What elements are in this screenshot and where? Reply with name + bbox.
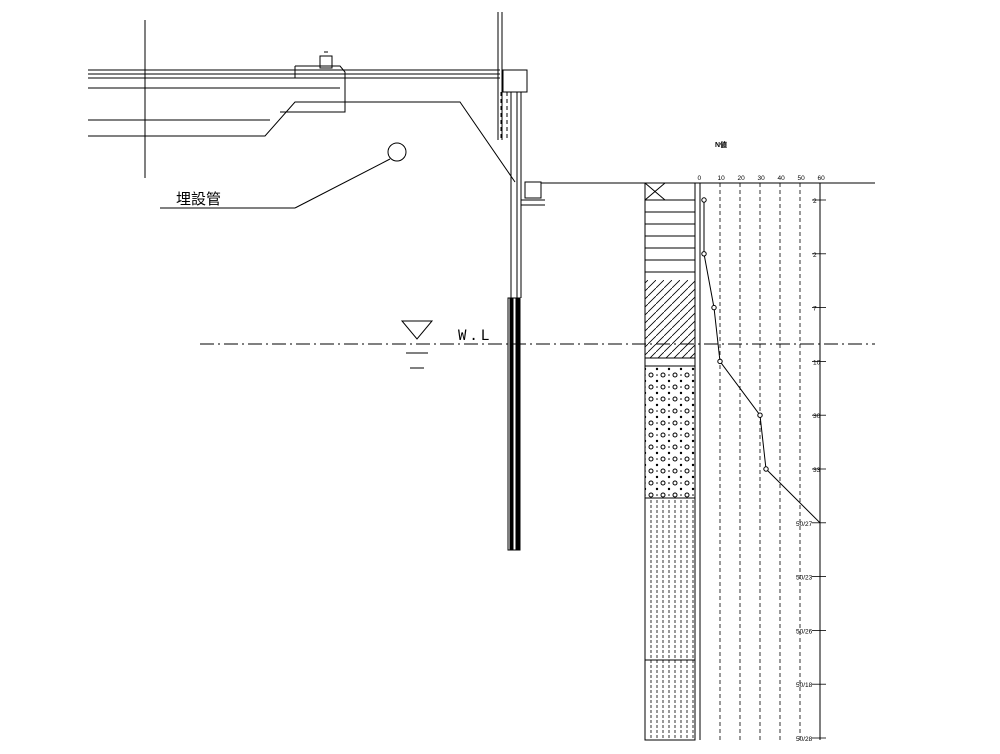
n-value-label: 10	[813, 359, 821, 366]
n-value-point	[757, 412, 763, 418]
n-value-title: N値	[715, 140, 727, 149]
n-value-label: 50/28	[796, 736, 813, 743]
water-level-triangle-icon	[400, 320, 434, 340]
n-value-point	[763, 466, 769, 472]
buried-pipe-symbol	[387, 142, 407, 162]
drill-mast	[497, 12, 545, 551]
n-scale-tick: 0	[698, 175, 702, 182]
gravel-layer	[645, 366, 695, 498]
water-level-label: W.L	[458, 328, 492, 344]
water-level: W.L	[200, 320, 875, 369]
buried-pipe: 埋設管	[160, 142, 407, 209]
n-value-label: 2	[813, 252, 817, 259]
n-value-label: 50/18	[796, 682, 813, 689]
sand-layer	[645, 280, 695, 358]
excavator-boom	[88, 20, 516, 183]
n-value-label: 50/27	[796, 521, 813, 528]
casing-pipe	[507, 297, 521, 551]
n-value-point	[711, 304, 717, 311]
n-value-point	[701, 197, 707, 203]
boom-cap	[319, 55, 333, 69]
n-scale-tick: 10	[718, 175, 726, 182]
n-value-label: 2	[813, 198, 817, 205]
n-scale-tick: 60	[818, 175, 826, 182]
boring-log-column	[644, 182, 696, 741]
buried-pipe-label: 埋設管	[176, 190, 221, 208]
n-scale-tick: 30	[758, 175, 766, 182]
n-scale-tick: 20	[738, 175, 746, 182]
n-value-label: 7	[813, 306, 817, 313]
n-scale-tick: 40	[778, 175, 786, 182]
n-value-chart: N値 0 10 20 30 40 50 60 2 2 7 10 30 33 50/27 50/23 50/2…	[698, 140, 826, 743]
n-value-label: 30	[813, 413, 821, 420]
n-value-point	[701, 251, 707, 257]
n-value-label: 50/23	[796, 575, 813, 582]
n-value-series-line	[703, 200, 821, 738]
n-scale-tick: 50	[798, 175, 806, 182]
n-value-label: 33	[813, 467, 821, 474]
n-value-point	[717, 358, 723, 365]
n-value-label: 50/26	[796, 628, 813, 635]
rotary-head	[502, 69, 528, 93]
guide-block	[524, 181, 542, 199]
